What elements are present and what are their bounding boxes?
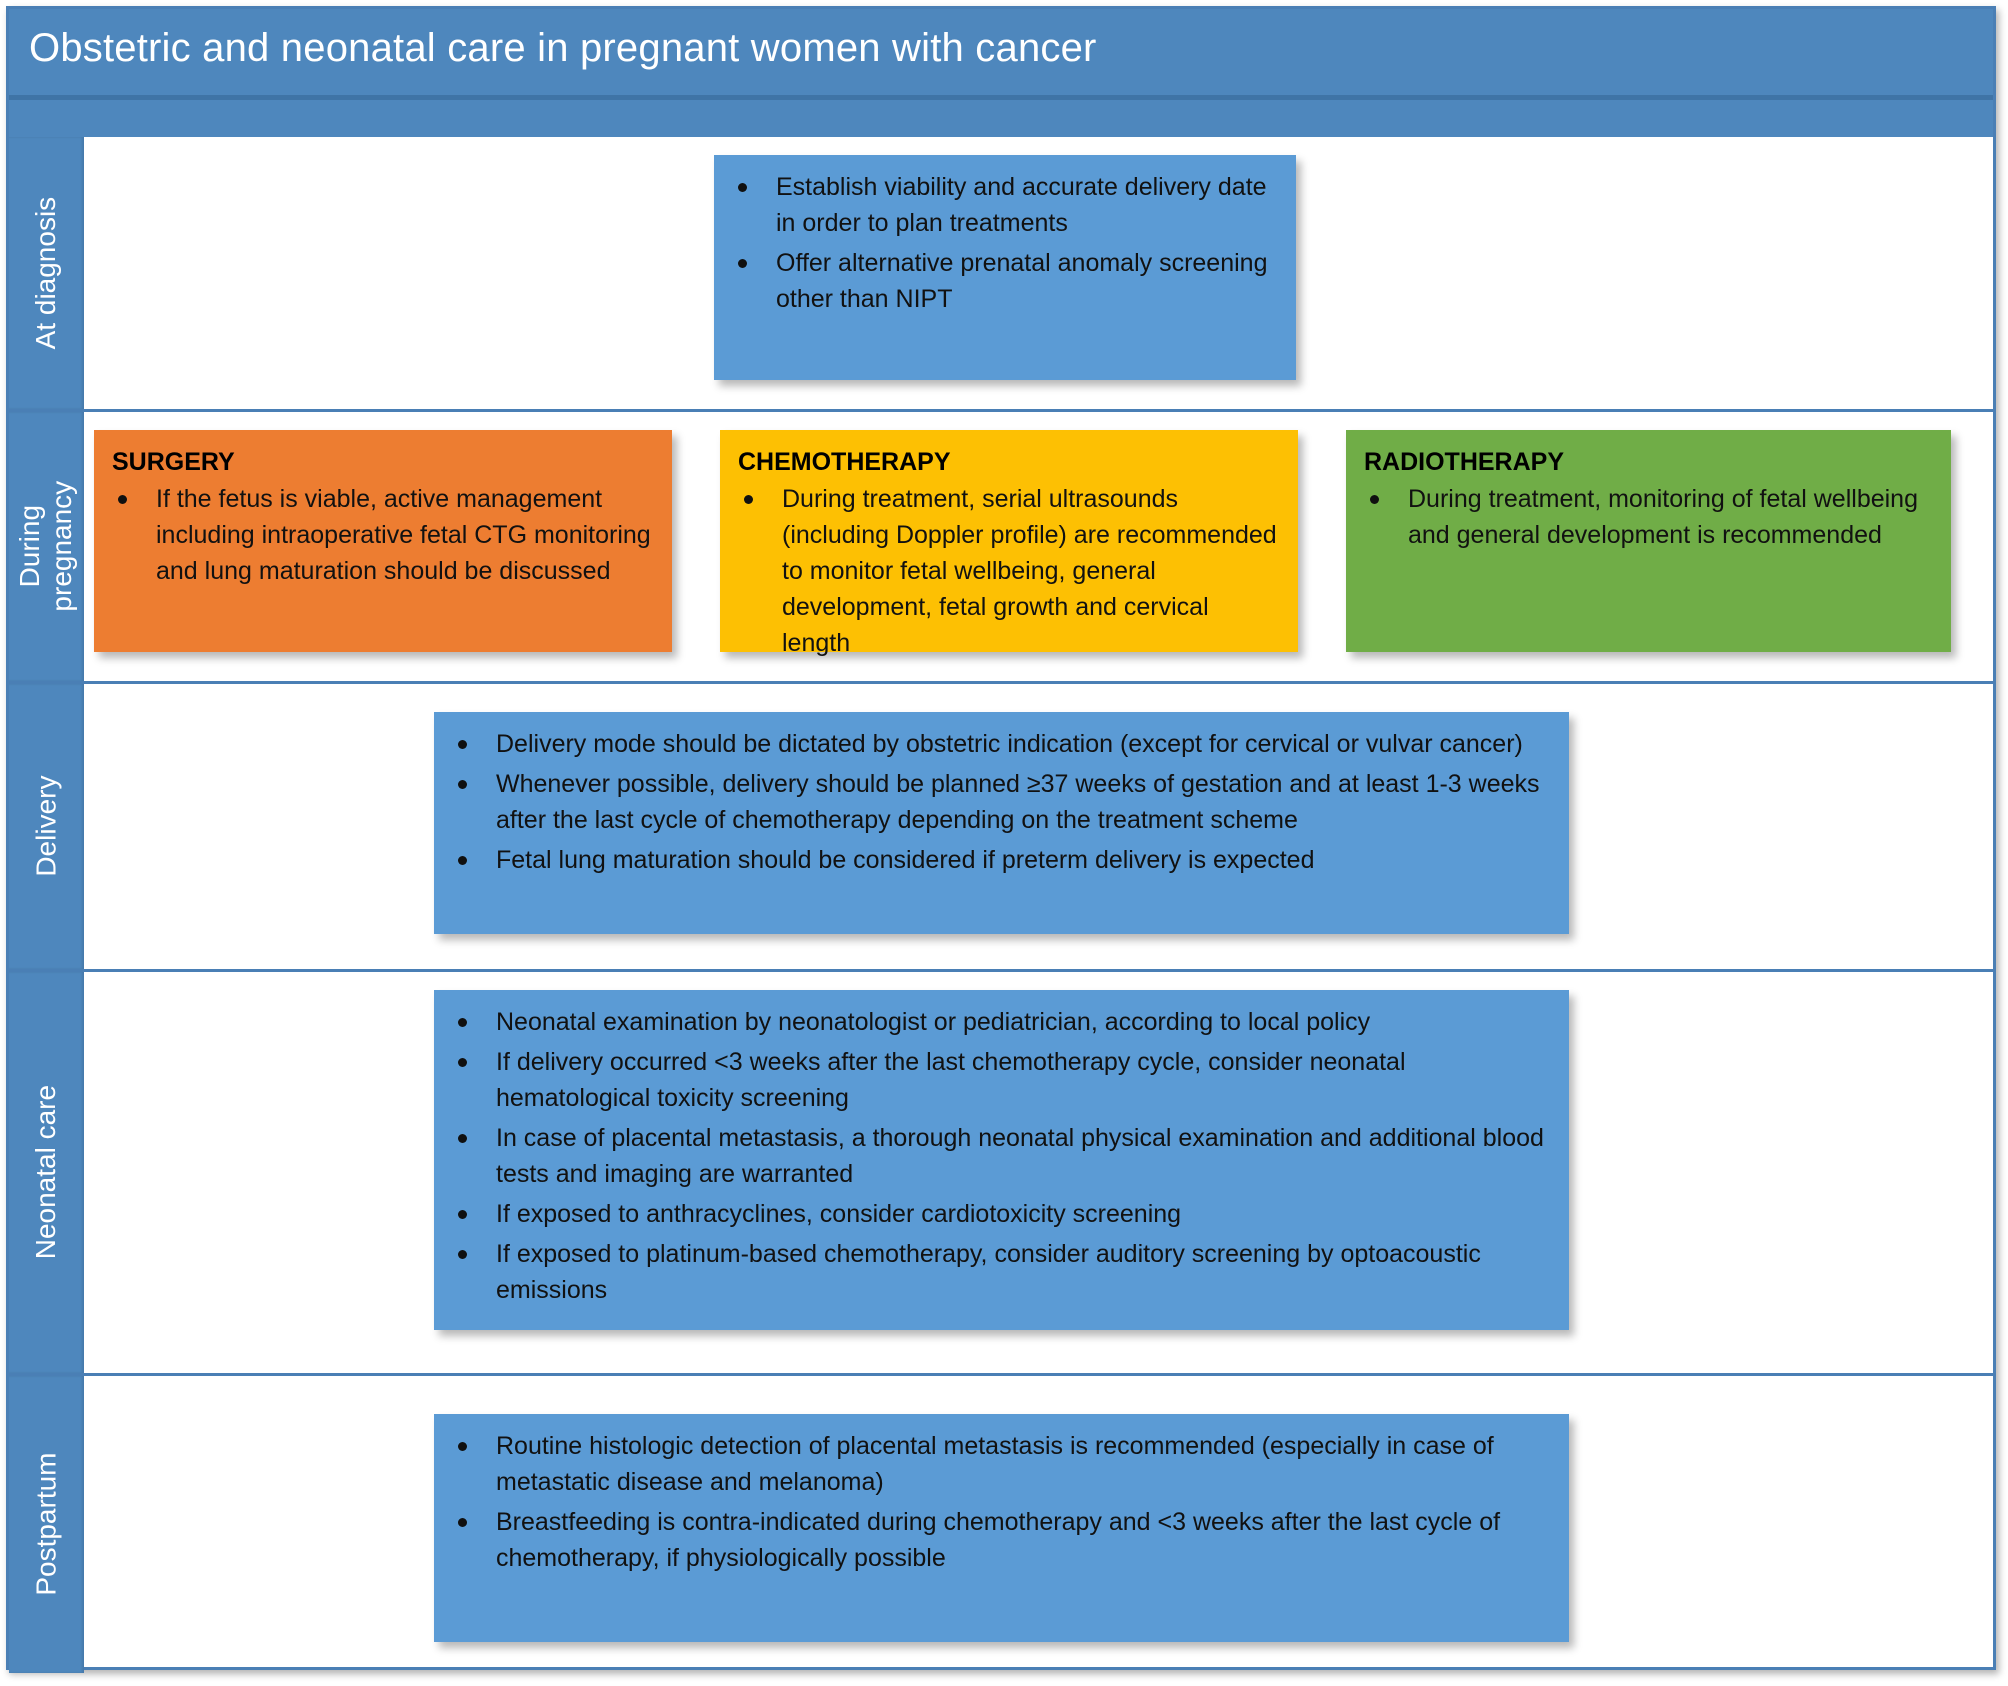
row-body-during-pregnancy: SURGERY If the fetus is viable, active m… — [84, 412, 1993, 681]
list-item: Offer alternative prenatal anomaly scree… — [728, 245, 1278, 317]
bullet-list: Delivery mode should be dictated by obst… — [448, 726, 1551, 878]
row-label-text: At diagnosis — [30, 196, 62, 350]
list-item: Delivery mode should be dictated by obst… — [448, 726, 1551, 762]
list-item: If the fetus is viable, active managemen… — [108, 481, 654, 589]
card-postpartum[interactable]: Routine histologic detection of placenta… — [434, 1414, 1569, 1642]
list-item: If exposed to platinum-based chemotherap… — [448, 1236, 1551, 1308]
row-body-at-diagnosis: Establish viability and accurate deliver… — [84, 137, 1993, 409]
bullet-list: If the fetus is viable, active managemen… — [108, 481, 654, 589]
row-label-postpartum: Postpartum — [9, 1376, 84, 1673]
bullet-list: Establish viability and accurate deliver… — [728, 169, 1278, 317]
bullet-list: Neonatal examination by neonatologist or… — [448, 1004, 1551, 1308]
card-heading-surgery: SURGERY — [112, 448, 235, 476]
card-heading-chemotherapy: CHEMOTHERAPY — [738, 448, 951, 476]
title-banner: Obstetric and neonatal care in pregnant … — [9, 9, 1993, 137]
row-neonatal-care: Neonatal care Neonatal examination by ne… — [9, 969, 1993, 1373]
diagram-frame: Obstetric and neonatal care in pregnant … — [6, 6, 1996, 1673]
list-item: In case of placental metastasis, a thoro… — [448, 1120, 1551, 1192]
row-during-pregnancy: During pregnancy SURGERY If the fetus is… — [9, 409, 1993, 681]
list-item: During treatment, monitoring of fetal we… — [1360, 481, 1933, 553]
list-item: If delivery occurred <3 weeks after the … — [448, 1044, 1551, 1116]
row-body-postpartum: Routine histologic detection of placenta… — [84, 1376, 1993, 1673]
card-delivery[interactable]: Delivery mode should be dictated by obst… — [434, 712, 1569, 934]
row-label-during-pregnancy: During pregnancy — [9, 412, 84, 681]
row-body-neonatal-care: Neonatal examination by neonatologist or… — [84, 972, 1993, 1373]
row-label-text: Postpartum — [30, 1452, 62, 1597]
list-item: During treatment, serial ultrasounds (in… — [734, 481, 1280, 661]
list-item: Whenever possible, delivery should be pl… — [448, 766, 1551, 838]
row-label-delivery: Delivery — [9, 684, 84, 969]
row-label-at-diagnosis: At diagnosis — [9, 137, 84, 409]
list-item: Establish viability and accurate deliver… — [728, 169, 1278, 241]
list-item: If exposed to anthracyclines, consider c… — [448, 1196, 1551, 1232]
list-item: Fetal lung maturation should be consider… — [448, 842, 1551, 878]
card-chemotherapy[interactable]: CHEMOTHERAPY During treatment, serial ul… — [720, 430, 1298, 657]
card-heading-radiotherapy: RADIOTHERAPY — [1364, 448, 1565, 476]
card-surgery[interactable]: SURGERY If the fetus is viable, active m… — [94, 430, 672, 652]
rows-container: At diagnosis Establish viability and acc… — [9, 137, 1993, 1673]
list-item: Breastfeeding is contra-indicated during… — [448, 1504, 1551, 1576]
row-label-text: Neonatal care — [30, 1085, 62, 1260]
bullet-list: During treatment, monitoring of fetal we… — [1360, 481, 1933, 553]
row-body-delivery: Delivery mode should be dictated by obst… — [84, 684, 1993, 969]
row-at-diagnosis: At diagnosis Establish viability and acc… — [9, 137, 1993, 409]
row-delivery: Delivery Delivery mode should be dictate… — [9, 681, 1993, 969]
bullet-list: During treatment, serial ultrasounds (in… — [734, 481, 1280, 661]
card-neonatal-care[interactable]: Neonatal examination by neonatologist or… — [434, 990, 1569, 1330]
list-item: Routine histologic detection of placenta… — [448, 1428, 1551, 1500]
page-title: Obstetric and neonatal care in pregnant … — [29, 26, 1097, 70]
card-at-diagnosis[interactable]: Establish viability and accurate deliver… — [714, 155, 1296, 380]
row-postpartum: Postpartum Routine histologic detection … — [9, 1373, 1993, 1673]
row-label-text: Delivery — [30, 775, 62, 878]
row-label-neonatal-care: Neonatal care — [9, 972, 84, 1373]
row-label-text: During pregnancy — [14, 481, 78, 612]
card-radiotherapy[interactable]: RADIOTHERAPY During treatment, monitorin… — [1346, 430, 1951, 652]
list-item: Neonatal examination by neonatologist or… — [448, 1004, 1551, 1040]
bullet-list: Routine histologic detection of placenta… — [448, 1428, 1551, 1576]
